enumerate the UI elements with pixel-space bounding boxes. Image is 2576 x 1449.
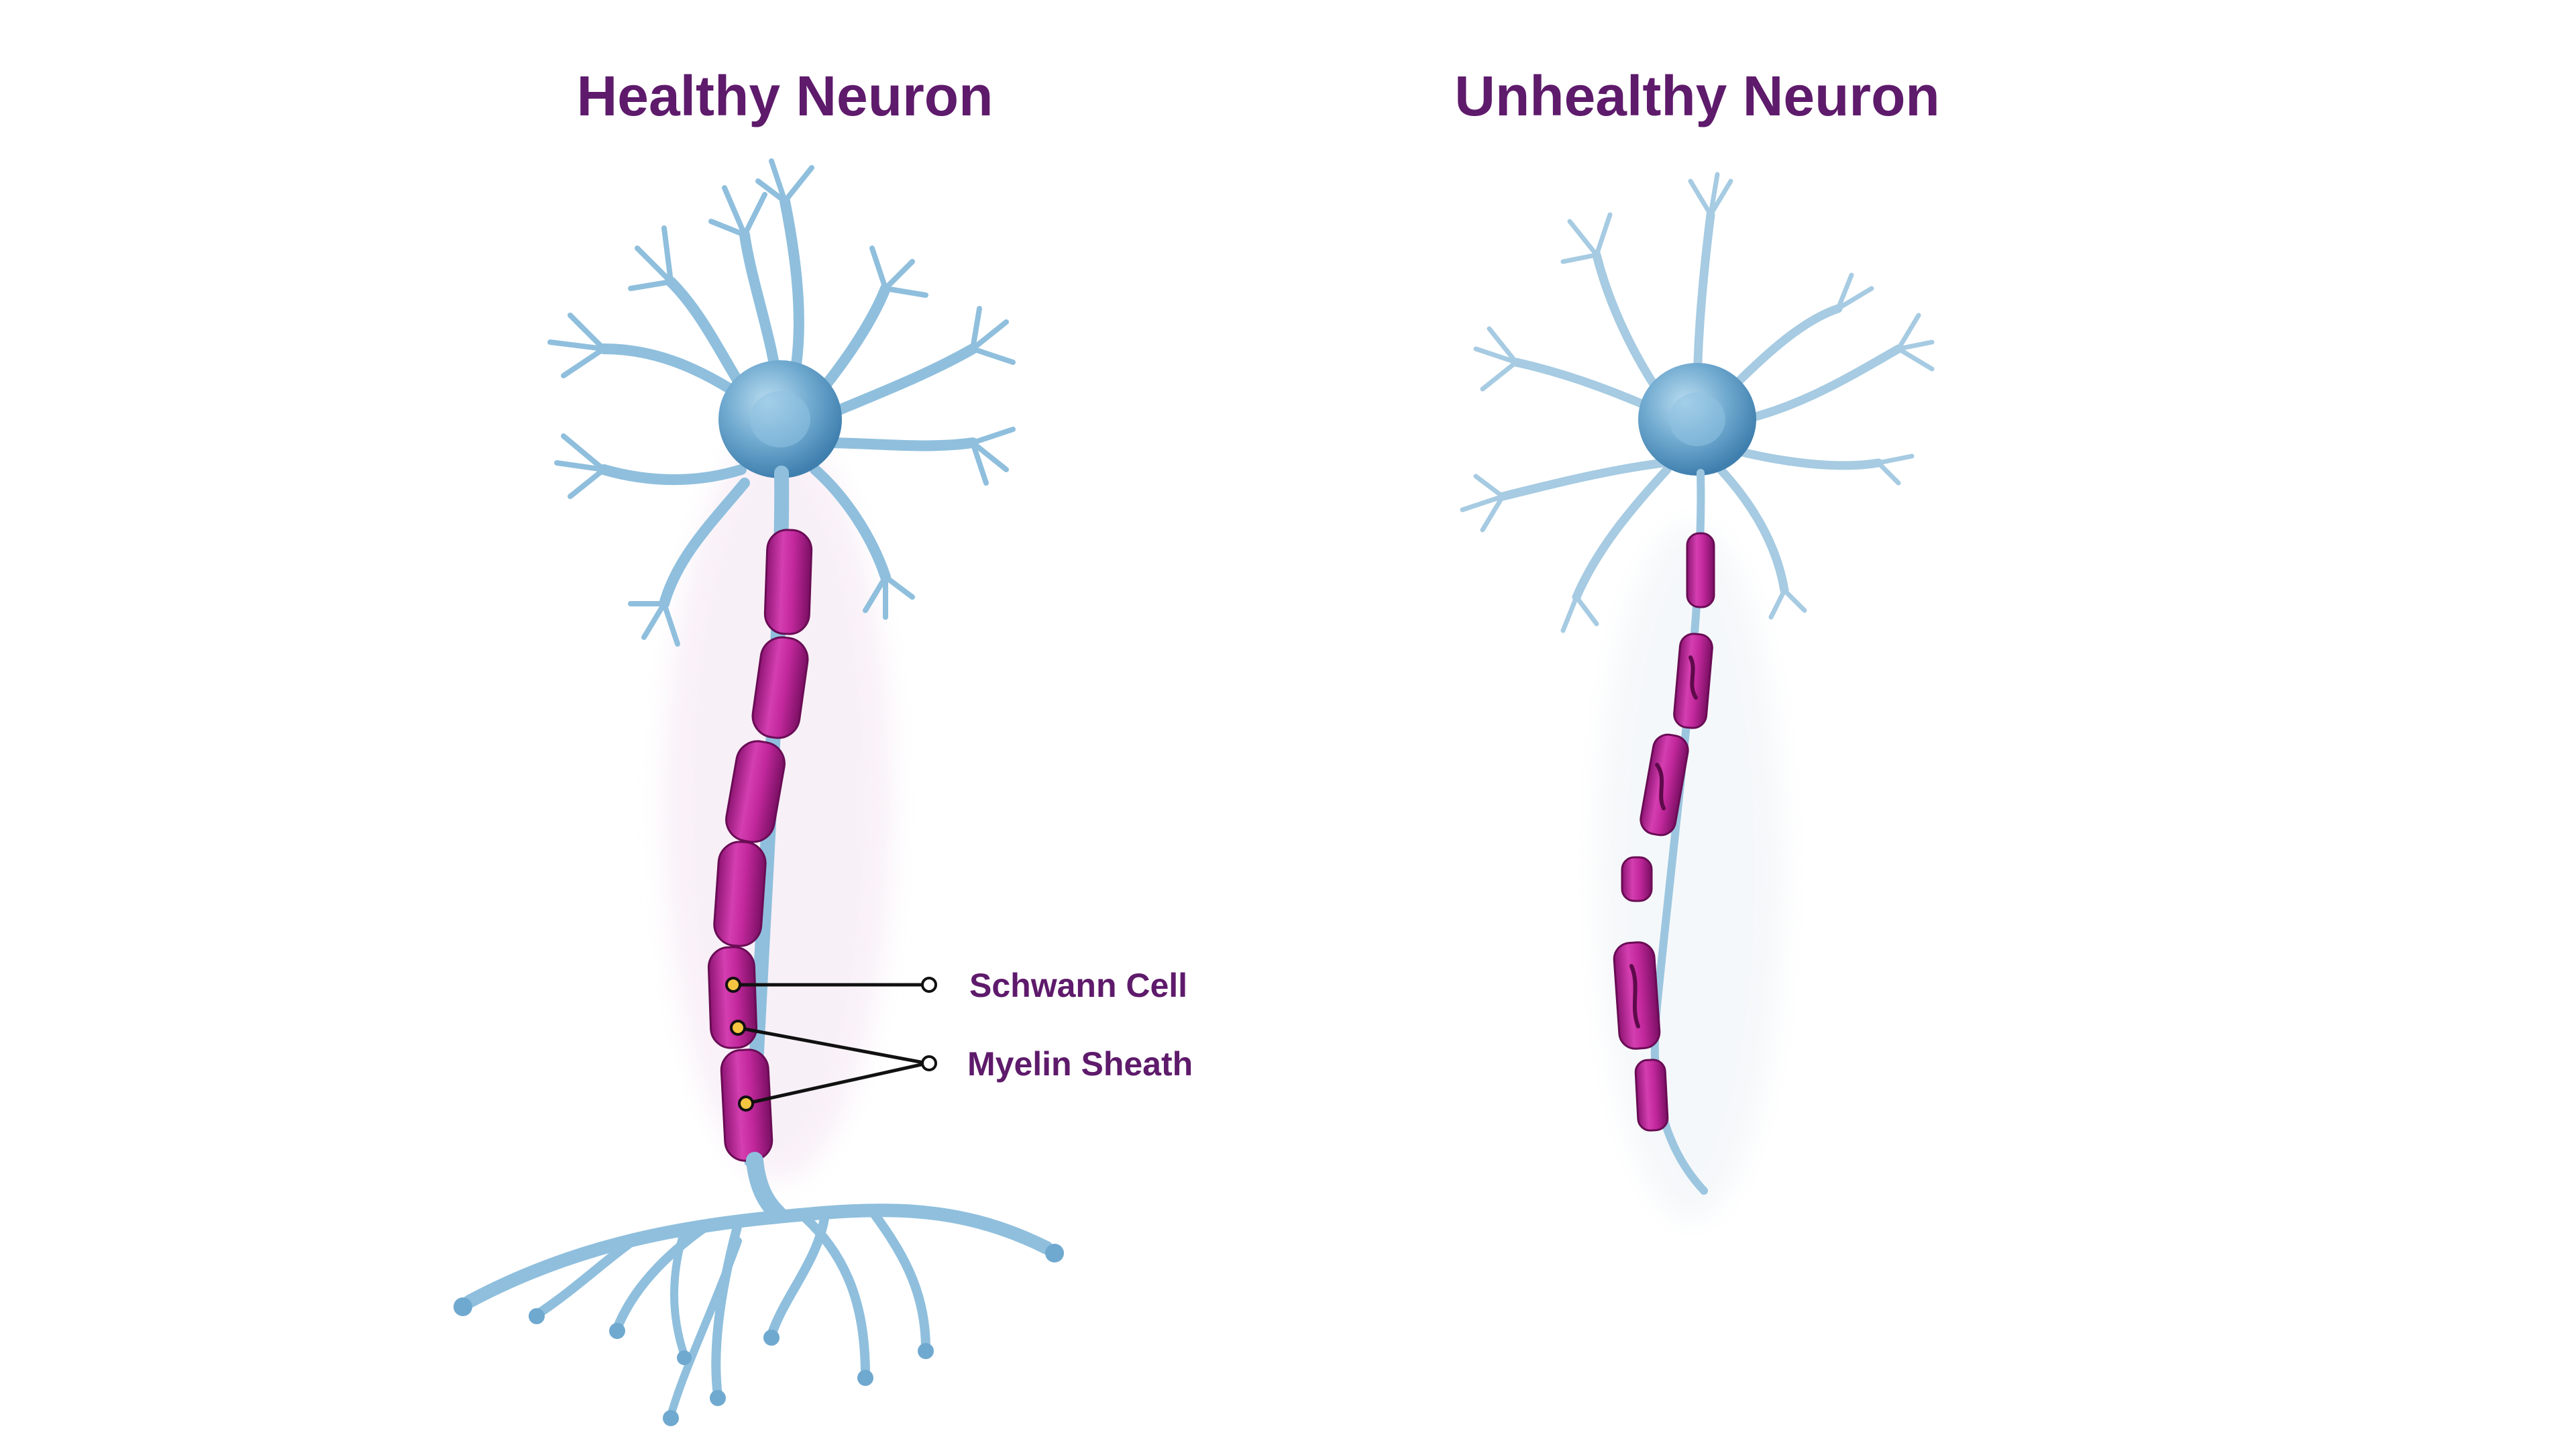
myelin-sheath-label: Myelin Sheath	[967, 1045, 1193, 1083]
myelin-sheath-leader-line-upper	[737, 1026, 928, 1065]
unhealthy-myelin-segment	[1686, 532, 1715, 608]
unhealthy-myelin-segment	[1634, 1059, 1669, 1132]
healthy-axon-terminal	[463, 1152, 1053, 1419]
healthy-myelin-segment	[707, 946, 758, 1049]
unhealthy-myelin-segment	[1621, 856, 1653, 902]
schwann-cell-marker	[725, 977, 741, 993]
unhealthy-neuron-title: Unhealthy Neuron	[1454, 64, 1940, 127]
healthy-neuron-title: Healthy Neuron	[576, 64, 994, 127]
unhealthy-nucleus	[1669, 392, 1725, 446]
myelin-sheath-marker	[738, 1095, 754, 1112]
healthy-nucleus	[750, 391, 810, 447]
myelin-sheath-endpoint	[921, 1055, 937, 1071]
healthy-terminal-bulbs	[453, 1244, 1064, 1426]
myelin-sheath-leader-line-lower	[745, 1061, 928, 1106]
healthy-myelin-segment	[763, 529, 813, 635]
healthy-myelin-segment	[725, 740, 786, 843]
healthy-dendrites	[547, 158, 1016, 647]
unhealthy-myelin-damage	[1629, 655, 1698, 1028]
healthy-myelin-segment	[713, 841, 767, 947]
schwann-cell-label: Schwann Cell	[969, 967, 1188, 1004]
healthy-neuron	[453, 158, 1064, 1426]
schwann-cell-endpoint	[921, 977, 937, 993]
annotation-leaders	[733, 983, 928, 1106]
unhealthy-neuron	[1460, 172, 1935, 1221]
healthy-myelin-segment	[751, 636, 809, 739]
myelin-sheath-marker	[730, 1020, 746, 1036]
unhealthy-myelin-segment	[1640, 733, 1689, 837]
annotation-markers	[725, 977, 937, 1112]
healthy-myelin-segments	[707, 529, 813, 1162]
